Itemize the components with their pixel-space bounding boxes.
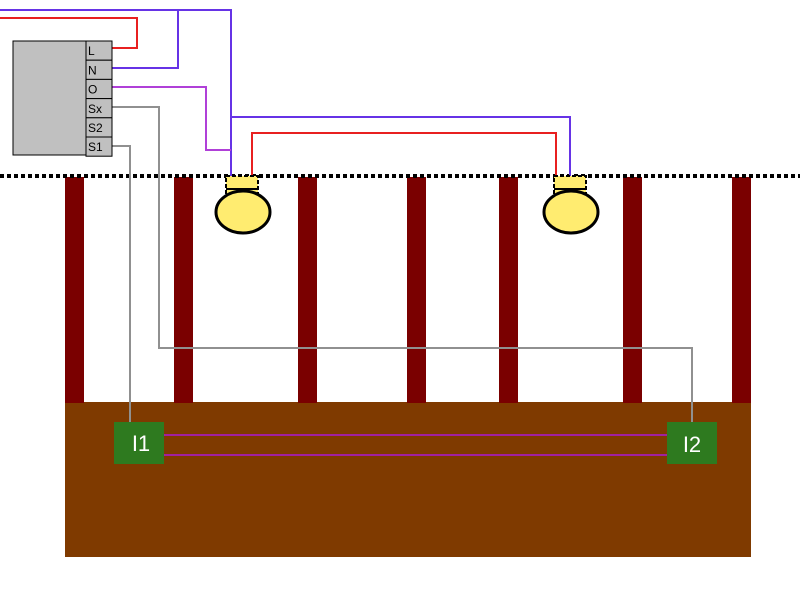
neutral-wire-supply (0, 9, 179, 69)
terminal-label-s2: S2 (88, 121, 103, 135)
terminal-label-o: O (88, 83, 97, 97)
post (298, 177, 317, 403)
post (65, 177, 84, 403)
live-wire-supply (0, 17, 138, 49)
live-wire-lamps (251, 132, 557, 178)
input-links (164, 434, 667, 456)
switch-wire-s1 (112, 145, 131, 422)
terminal-s1 (85, 136, 113, 157)
terminal-label-n: N (88, 63, 97, 77)
input-i2: I2 (667, 422, 717, 464)
switch-wire-sx (112, 106, 693, 422)
light-bulb-icon (542, 189, 600, 235)
floor-block (65, 402, 751, 557)
neutral-wire-lamps (178, 9, 571, 178)
post (174, 177, 193, 403)
lamp-right (542, 175, 600, 235)
output-wire (112, 86, 231, 151)
lamp-left (214, 175, 272, 235)
terminal-label-s1: S1 (88, 140, 103, 154)
input-label: I2 (683, 432, 701, 457)
input-label: I1 (132, 431, 150, 456)
post (499, 177, 518, 403)
post (732, 177, 751, 403)
terminal-label-sx: Sx (88, 102, 102, 116)
terminal-label-l: L (88, 44, 95, 58)
input-box (114, 422, 164, 464)
light-bulb-icon (214, 189, 272, 235)
post (623, 177, 642, 403)
module-body (12, 40, 87, 156)
neutral-wires (0, 9, 571, 178)
input-box (667, 422, 717, 464)
post (407, 177, 426, 403)
posts (65, 177, 751, 403)
live-wires (0, 17, 557, 178)
switch-wires (112, 106, 693, 422)
input-i1: I1 (114, 422, 164, 464)
